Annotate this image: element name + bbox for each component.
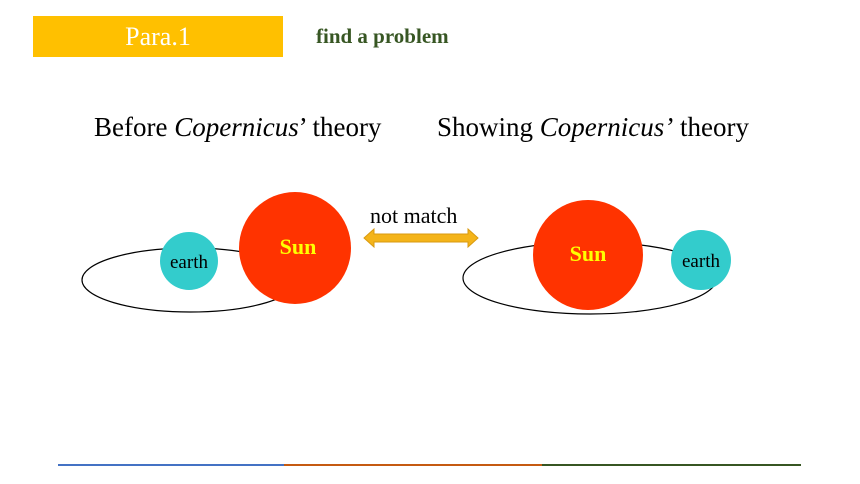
- left-diagram: earth Sun: [81, 192, 351, 313]
- section-label-text: Para.1: [125, 21, 191, 51]
- left-earth: [160, 232, 218, 290]
- heading-left-name: Copernicus: [174, 112, 299, 142]
- left-sun-label: Sun: [280, 234, 317, 259]
- heading-right-suffix: theory: [673, 112, 749, 142]
- heading-left-prefix: Before: [94, 112, 175, 142]
- heading-left-suffix: ’ theory: [298, 112, 382, 142]
- not-match-label: not match: [370, 203, 458, 228]
- bottom-rule-blue: [58, 464, 284, 466]
- left-earth-label: earth: [170, 252, 208, 273]
- heading-right-prefix: Showing: [437, 112, 540, 142]
- bottom-rule-orange: [284, 464, 542, 466]
- right-diagram: Sun earth: [462, 200, 731, 315]
- heading-showing-copernicus: Showing Copernicus’ theory: [437, 112, 749, 143]
- left-sun: [239, 192, 351, 304]
- heading-before-copernicus: Before Copernicus’ theory: [94, 112, 381, 143]
- right-earth-label: earth: [682, 251, 720, 272]
- subtitle: find a problem: [316, 24, 449, 48]
- double-headed-arrow-icon: [363, 227, 479, 249]
- heading-right-name: Copernicus’: [539, 112, 674, 142]
- bottom-rule-green: [542, 464, 801, 466]
- right-sun: [533, 200, 643, 310]
- right-earth: [671, 230, 731, 290]
- right-sun-label: Sun: [570, 241, 607, 266]
- section-label: Para.1: [33, 16, 283, 57]
